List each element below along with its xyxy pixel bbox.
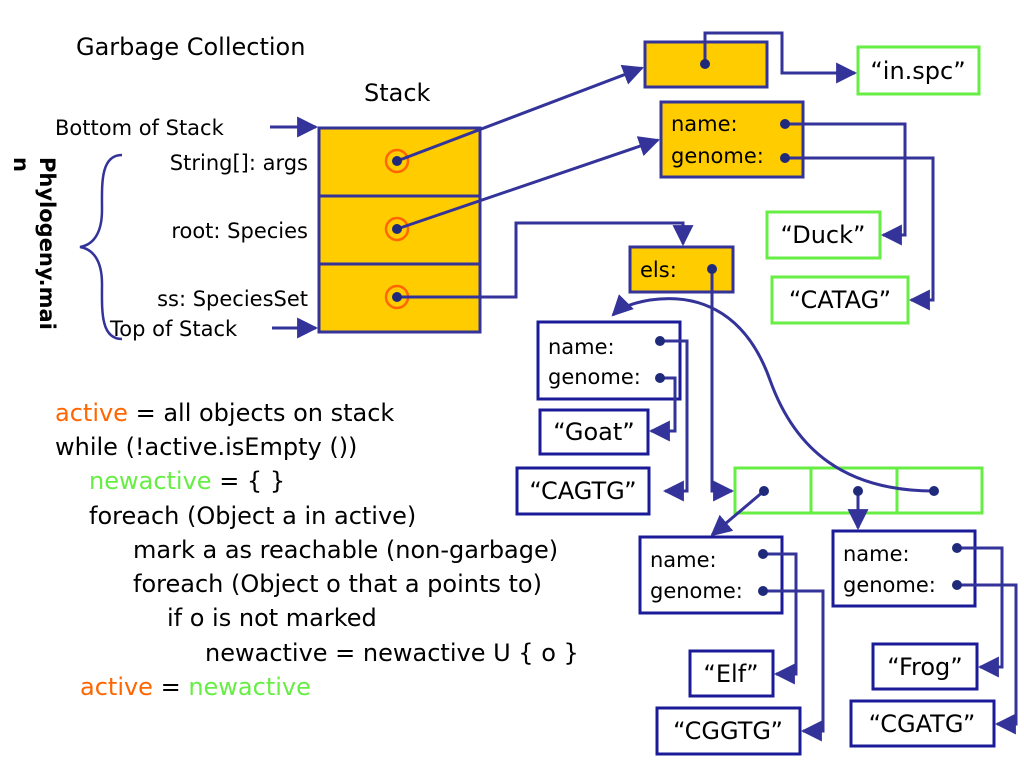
code-line-4: foreach (Object a in active)	[89, 502, 416, 530]
dot-els	[707, 264, 717, 274]
frame-label-line-1: Phylogeny.mai	[35, 157, 59, 330]
code-line-3-rest: = { }	[212, 467, 286, 495]
root-name-field: name:	[671, 112, 738, 136]
code-line-3: newactive = { }	[89, 467, 285, 495]
dot-goat-name	[655, 336, 665, 346]
root-species-object	[659, 100, 805, 179]
dot-array-1	[853, 486, 863, 496]
dot-frog-name	[952, 543, 962, 553]
code-line-9-keyword-2: newactive	[188, 673, 311, 701]
code-line-7: if o is not marked	[167, 604, 377, 632]
frame-brace	[79, 153, 123, 341]
code-line-8: newactive = newactive U { o }	[205, 639, 579, 667]
bottom-of-stack-label: Bottom of Stack	[55, 116, 225, 140]
slot-label-root: root: Species	[171, 219, 308, 243]
els-field: els:	[640, 258, 677, 282]
duck-string: “Duck”	[781, 221, 866, 249]
code-line-9-eq: =	[153, 673, 188, 701]
pointer-els-to-array	[710, 269, 735, 502]
code-line-5: mark a as reachable (non-garbage)	[133, 536, 558, 564]
elf-genome-field: genome:	[650, 579, 743, 603]
pointer-frog-name	[957, 546, 1004, 678]
dot-array	[700, 59, 710, 69]
slide-title: Garbage Collection	[76, 33, 305, 61]
code-line-6: foreach (Object o that a points to)	[133, 570, 542, 598]
code-line-9-keyword-1: active	[80, 673, 153, 701]
code-line-1: active = all objects on stack	[55, 399, 394, 427]
pointer-frog-genome	[957, 583, 1018, 735]
dot-args	[392, 156, 402, 166]
pointer-goat-genome	[648, 376, 677, 442]
frame-label: Phylogeny.mai n	[9, 157, 59, 337]
pointer-array-to-in-spc	[703, 31, 858, 84]
cggtg-string: “CGGTG”	[673, 717, 783, 745]
cagtg-string: “CAGTG”	[529, 477, 636, 505]
pointer-root-genome	[785, 156, 935, 311]
elf-box	[688, 649, 775, 698]
pointer-goat-name	[660, 339, 689, 502]
root-genome-field: genome:	[671, 144, 764, 168]
code-line-3-keyword: newactive	[89, 467, 212, 495]
code-line-1-keyword: active	[55, 399, 128, 427]
frame-label-line-2: n	[9, 157, 33, 172]
cggtg-box	[655, 706, 802, 756]
dot-ss	[392, 292, 402, 302]
cgatg-string: “CGATG”	[869, 710, 976, 738]
frog-genome-field: genome:	[843, 573, 936, 597]
pointer-array-to-elf	[710, 489, 765, 537]
code-line-1-rest: = all objects on stack	[128, 399, 394, 427]
elf-name-field: name:	[650, 548, 717, 572]
code-line-2: while (!active.isEmpty ())	[55, 433, 357, 461]
frog-box	[871, 642, 979, 691]
goat-genome-field: genome:	[548, 365, 641, 389]
cgatg-box	[849, 699, 996, 748]
frog-species-object	[831, 529, 977, 608]
root-ring-args	[384, 148, 410, 174]
pointer-root-to-species	[396, 136, 660, 231]
slot-label-args: String[]: args	[170, 151, 308, 175]
duck-box	[765, 210, 882, 260]
goat-species-object	[536, 320, 682, 401]
dot-frog-genome	[952, 580, 962, 590]
stack-label: Stack	[364, 79, 431, 107]
pointer-ss-to-set	[397, 221, 694, 299]
dot-root	[392, 224, 402, 234]
gc-pseudocode: active = all objects on stack while (!ac…	[55, 399, 579, 701]
dot-goat-genome	[655, 373, 665, 383]
catag-box	[770, 275, 910, 325]
goat-box	[538, 408, 650, 456]
in-spc-box	[856, 45, 981, 96]
slot-label-ss: ss: SpeciesSet	[157, 287, 308, 311]
dot-array-2	[929, 486, 939, 496]
catag-string: “CATAG”	[789, 286, 891, 314]
elf-species-object	[638, 535, 784, 615]
pointer-elf-genome	[763, 589, 825, 742]
frog-string: “Frog”	[887, 653, 962, 681]
dot-elf-name	[758, 549, 768, 559]
dot-root-name	[780, 119, 790, 129]
root-ring-root	[384, 216, 410, 242]
frog-name-field: name:	[843, 542, 910, 566]
pointer-args-to-array	[396, 64, 644, 163]
elf-string: “Elf”	[703, 660, 758, 688]
pointer-array-to-goat	[611, 294, 935, 493]
cagtg-box	[515, 466, 651, 516]
pointer-root-name	[785, 122, 907, 246]
goat-name-field: name:	[548, 335, 615, 359]
in-spc-string: “in.spc”	[870, 57, 965, 85]
goat-string: “Goat”	[553, 418, 634, 446]
dot-array-0	[759, 486, 769, 496]
dot-root-genome	[780, 153, 790, 163]
top-of-stack-label: Top of Stack	[109, 317, 238, 341]
species-array	[733, 466, 984, 515]
dot-elf-genome	[758, 586, 768, 596]
code-line-9: active = newactive	[80, 673, 311, 701]
pointer-elf-name	[763, 552, 798, 685]
